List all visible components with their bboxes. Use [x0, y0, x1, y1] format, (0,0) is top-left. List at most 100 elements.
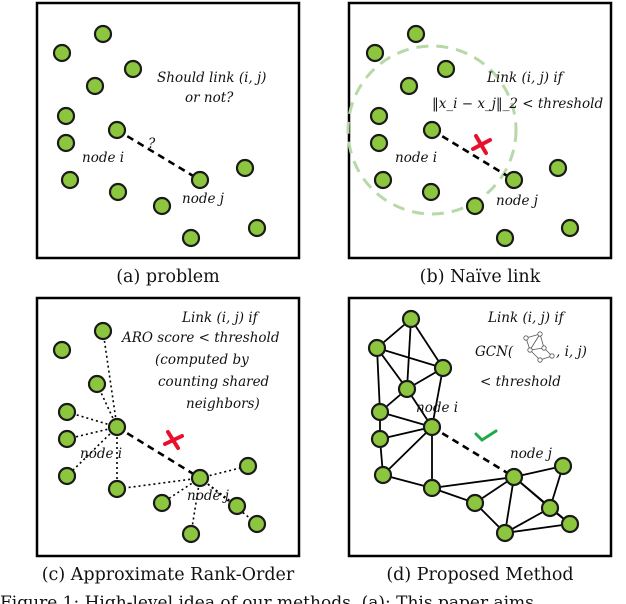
node-i	[107, 120, 127, 140]
node	[422, 478, 442, 498]
cross-mark-icon	[163, 430, 184, 450]
node-i	[422, 417, 442, 437]
panel-d-caption: (d) Proposed Method	[386, 565, 573, 585]
panel-c-label-node-j: node j	[187, 488, 229, 504]
panel-c-nodes	[52, 321, 267, 544]
panel-a-question-mark: ?	[148, 136, 156, 152]
node	[57, 466, 77, 486]
node	[93, 24, 113, 44]
node	[433, 358, 453, 378]
node	[238, 456, 258, 476]
node	[60, 170, 80, 190]
node	[465, 493, 485, 513]
node	[548, 158, 568, 178]
panel-d-frame	[347, 296, 613, 558]
panel-b-label-node-i: node i	[395, 150, 437, 166]
node	[56, 106, 76, 126]
panel-b-nodes	[365, 24, 580, 248]
panel-a-label-node-i: node i	[82, 150, 124, 166]
node	[560, 514, 580, 534]
node	[107, 479, 127, 499]
panel-d-rule-line2-prefix: GCN(	[475, 344, 514, 360]
figure-caption: Figure 1: High-level idea of our methods…	[0, 593, 534, 604]
panel-d: Link (i, j) if GCN( , i, j) < threshold …	[347, 296, 613, 585]
panel-a-caption: (a) problem	[116, 267, 220, 287]
node	[421, 182, 441, 202]
node	[553, 456, 573, 476]
check-mark-icon	[474, 429, 498, 442]
panel-d-candidate-edge	[431, 425, 515, 479]
node	[369, 106, 389, 126]
node-j	[190, 468, 210, 488]
node	[56, 133, 76, 153]
mini-graph-icon	[523, 331, 555, 363]
node	[406, 24, 426, 44]
node	[436, 59, 456, 79]
node	[465, 196, 485, 216]
node	[227, 496, 247, 516]
panel-b-caption: (b) Naïve link	[420, 267, 541, 287]
panel-c-label-node-i: node i	[80, 446, 122, 462]
panel-a: ? Should link (i, j) or not? node i node…	[35, 1, 301, 287]
panel-c-rule-line5: neighbors)	[186, 396, 260, 412]
node	[108, 182, 128, 202]
node	[369, 133, 389, 153]
node	[399, 76, 419, 96]
node	[373, 170, 393, 190]
node	[57, 429, 77, 449]
panel-d-label-node-j: node j	[510, 446, 552, 462]
node	[123, 59, 143, 79]
panel-c-rule-line2: ARO score < threshold	[120, 330, 280, 346]
threshold-radius-circle	[346, 44, 518, 216]
node	[181, 524, 201, 544]
node	[495, 228, 515, 248]
panel-c-caption: (c) Approximate Rank-Order	[42, 565, 295, 585]
panel-a-label-node-j: node j	[182, 191, 224, 207]
panel-a-question-line1: Should link (i, j)	[157, 70, 266, 86]
panel-a-nodes	[52, 24, 267, 248]
node	[540, 498, 560, 518]
node	[181, 228, 201, 248]
node	[247, 218, 267, 238]
node	[52, 43, 72, 63]
panel-b-rule-line2: ‖x_i − x_j‖_2 < threshold	[432, 96, 603, 112]
panel-d-rule-line3: < threshold	[480, 374, 561, 390]
panel-c: Link (i, j) if ARO score < threshold (co…	[35, 296, 301, 585]
node	[247, 514, 267, 534]
panel-d-rule-line2-suffix: , i, j)	[556, 344, 587, 360]
panel-c-frame	[35, 296, 301, 558]
node-j	[504, 170, 524, 190]
node	[52, 340, 72, 360]
node-i	[107, 417, 127, 437]
panel-d-label-node-i: node i	[416, 400, 458, 416]
node	[373, 465, 393, 485]
panel-c-rule-line4: counting shared	[158, 374, 270, 390]
panel-d-rule-line1: Link (i, j) if	[487, 310, 566, 326]
node	[370, 429, 390, 449]
node	[397, 379, 417, 399]
panel-a-question-line2: or not?	[185, 90, 234, 106]
panel-c-rule-line3: (computed by	[155, 352, 249, 368]
node	[560, 218, 580, 238]
node	[401, 309, 421, 329]
node	[152, 196, 172, 216]
panel-b: Link (i, j) if ‖x_i − x_j‖_2 < threshold…	[346, 1, 613, 287]
panel-c-candidate-edge	[116, 425, 201, 480]
node	[152, 493, 172, 513]
node	[235, 158, 255, 178]
panel-b-candidate-edge	[431, 128, 515, 182]
node-j	[504, 467, 524, 487]
panel-d-nodes	[367, 309, 580, 543]
panel-a-candidate-edge	[116, 128, 201, 182]
node-i	[422, 120, 442, 140]
node	[93, 321, 113, 341]
node	[365, 43, 385, 63]
panel-b-rule-line1: Link (i, j) if	[486, 70, 565, 86]
cross-mark-icon	[471, 134, 492, 155]
panel-a-frame	[35, 1, 301, 260]
node	[367, 338, 387, 358]
panel-c-rule-line1: Link (i, j) if	[181, 310, 260, 326]
node-j	[190, 170, 210, 190]
node	[495, 523, 515, 543]
